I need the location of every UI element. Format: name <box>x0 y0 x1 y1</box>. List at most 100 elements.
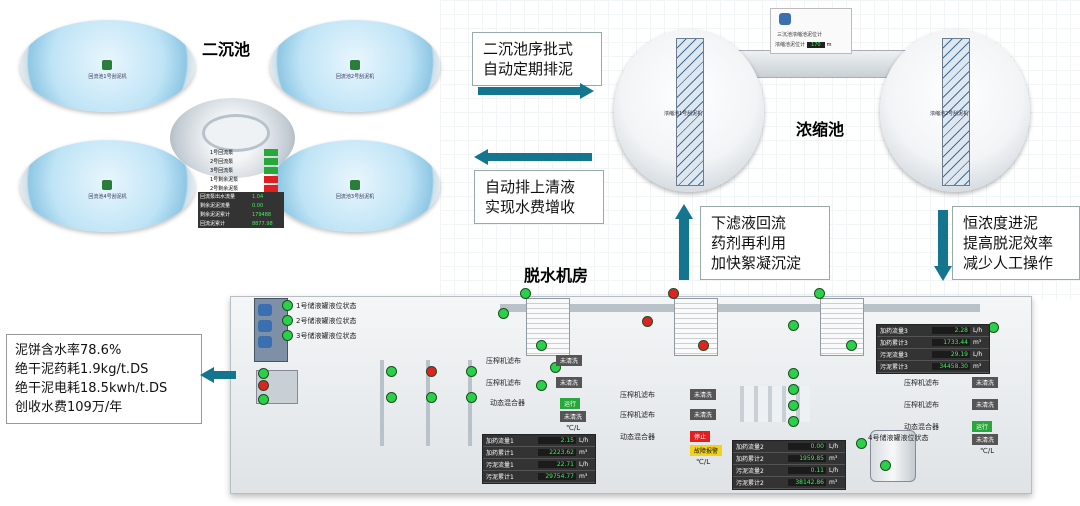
pump-status-badge <box>264 149 278 156</box>
clarifier-tank-3[interactable]: 回流池4号刮泥机 <box>20 140 195 232</box>
valve-indicator <box>788 368 799 379</box>
press-status-indicator <box>536 340 547 351</box>
press-status-indicator <box>698 340 709 351</box>
belt-press-1[interactable] <box>526 298 570 356</box>
press-status-tag: 未清洗 <box>556 355 583 366</box>
mixer-status-tag: 运行 <box>560 398 581 409</box>
arrow-up-head <box>675 204 693 219</box>
arrow-left-stats <box>214 371 236 379</box>
pump-indicator <box>426 366 437 377</box>
secondary-clarifier-scene: 回流池1号刮泥机 回流池2号刮泥机 回流池4号刮泥机 回流池3号刮泥机 1号回流… <box>20 20 440 240</box>
scraper-bridge <box>942 38 970 186</box>
mixer-status-tag: 停止 <box>690 431 711 442</box>
clarifier-tank-4[interactable]: 回流池3号刮泥机 <box>270 140 440 232</box>
tank-level-indicator <box>880 460 891 471</box>
pump-status-badge <box>264 167 278 174</box>
status-indicator <box>258 380 269 391</box>
pump-status-panel: 1号回流泵 2号回流泵 3号回流泵 1号剩余泥泵 2号剩余泥泵 <box>210 148 278 193</box>
supernatant-callout: 自动排上清液 实现水费增收 <box>474 170 604 224</box>
tank-label: 回流池3号刮泥机 <box>335 194 375 201</box>
clarifier-tank-1[interactable]: 回流池1号刮泥机 <box>20 20 195 112</box>
tank-label: 浓缩池1号刮泥机 <box>664 111 703 117</box>
filtrate-callout: 下滤液回流 药剂再利用 加快絮凝沉淀 <box>700 206 830 280</box>
tank-level-indicator <box>282 300 293 311</box>
feed-pipe <box>380 360 384 446</box>
scraper-bridge <box>676 38 704 186</box>
pump-indicator <box>386 366 397 377</box>
tank-level-indicator <box>856 438 867 449</box>
press-status-indicator <box>846 340 857 351</box>
pump-indicator <box>466 366 477 377</box>
stat-line: 绝干泥电耗18.5kwh/t.DS <box>15 381 168 396</box>
pump-status-badge <box>264 158 278 165</box>
stat-line: 创收水费109万/年 <box>15 400 123 415</box>
tank-level-indicator <box>282 330 293 341</box>
secondary-clarifier-title: 二沉池 <box>202 40 251 59</box>
tank-drive-icon <box>350 60 360 70</box>
arrow-right <box>478 87 580 95</box>
constant-density-callout: 恒浓度进泥 提高脱泥效率 减少人工操作 <box>952 206 1080 280</box>
clarifier-hub-ring <box>202 114 270 152</box>
valve-manifold <box>740 386 810 422</box>
thickener-tank-2[interactable]: 浓缩池2号刮泥机 <box>880 30 1030 192</box>
pump-row: 2号回流泵 <box>210 157 278 166</box>
arrow-left-stats-head <box>200 367 214 383</box>
clarifier-tank-2[interactable]: 回流池2号刮泥机 <box>270 20 440 112</box>
tank-drive-icon <box>350 180 360 190</box>
tank-label: 回流池1号刮泥机 <box>88 74 127 81</box>
mixer-extra-tag: 未清洗 <box>560 411 587 422</box>
pump-status-badge <box>264 185 278 192</box>
level-row: 浓缩池泥位计 170 m <box>775 41 832 48</box>
pump-row: 1号剩余泥泵 <box>210 175 278 184</box>
pump-row: 2号剩余泥泵 <box>210 184 278 193</box>
valve-indicator <box>788 400 799 411</box>
press-status-indicator <box>788 320 799 331</box>
press-status-tag: 未清洗 <box>972 377 999 388</box>
pump-indicator <box>386 392 397 403</box>
storage-tank-4[interactable] <box>870 430 916 482</box>
tank-label: 回流池4号刮泥机 <box>88 194 127 201</box>
arrow-up <box>679 218 689 280</box>
level-meter-icon <box>779 13 791 25</box>
press-status-indicator <box>550 362 561 373</box>
press-status-indicator <box>536 380 547 391</box>
arrow-down-head <box>934 266 952 281</box>
dosing-pump <box>258 336 272 348</box>
status-indicator <box>258 394 269 405</box>
batch-discharge-callout: 二沉池序批式 自动定期排泥 <box>472 32 602 86</box>
thickener-tank-1[interactable]: 浓缩池1号刮泥机 <box>614 30 764 192</box>
belt-press-3[interactable] <box>820 298 864 356</box>
pump-indicator <box>426 392 437 403</box>
feed-pipe <box>426 360 430 446</box>
fault-alarm-tag: 故障报警 <box>690 445 723 456</box>
tank-level-indicator <box>282 315 293 326</box>
performance-stats-box: 泥饼含水率78.6% 绝干泥药耗1.9kg/t.DS 绝干泥电耗18.5kwh/… <box>6 334 202 424</box>
pump-row: 1号回流泵 <box>210 148 278 157</box>
press-status-indicator <box>498 308 509 319</box>
thickener-center-panel: 三沉池浓缩池泥位计 浓缩池泥位计 170 m <box>770 8 852 54</box>
valve-indicator <box>788 416 799 427</box>
mixer-status-tag: 运行 <box>972 421 993 432</box>
press-status-tag: 未清洗 <box>556 377 583 388</box>
stat-line: 泥饼含水率78.6% <box>15 343 122 358</box>
status-indicator <box>258 368 269 379</box>
press-status-indicator <box>814 288 825 299</box>
dosing-pump <box>258 320 272 332</box>
belt-press-2[interactable] <box>674 298 718 356</box>
tank-label: 回流池2号刮泥机 <box>335 74 375 81</box>
pump-status-badge <box>264 176 278 183</box>
